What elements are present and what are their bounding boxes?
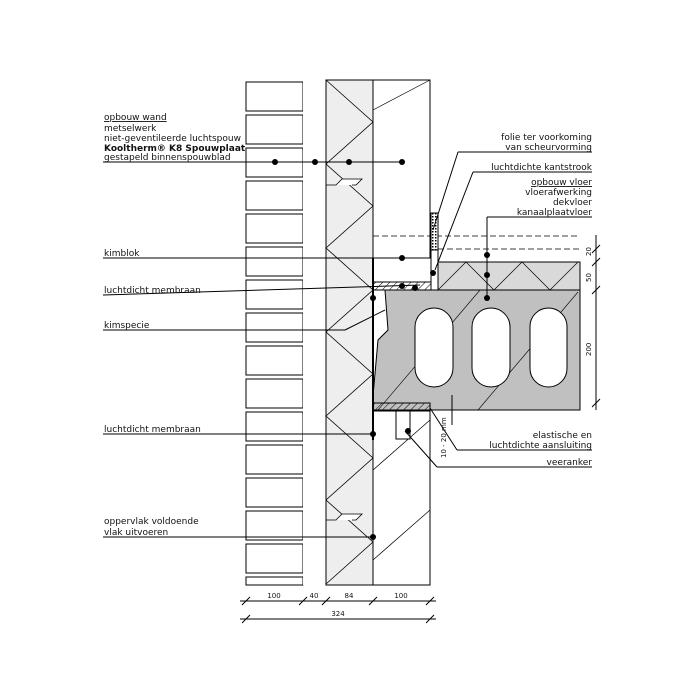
label-folie-2: van scheurvorming xyxy=(505,143,592,153)
label-kanaalplaatvloer: kanaalplaatvloer xyxy=(517,208,592,218)
dim-brick: 100 xyxy=(267,592,280,600)
brick xyxy=(245,312,304,343)
label-aansluiting-2: luchtdichte aansluiting xyxy=(489,441,592,451)
support-strip xyxy=(372,402,431,412)
brick xyxy=(245,81,304,112)
dim-50: 50 xyxy=(585,273,593,282)
dimension-lines-right xyxy=(451,235,601,425)
brick xyxy=(245,411,304,442)
label-dekvloer: dekvloer xyxy=(553,198,592,208)
label-vloerafwerking: vloerafwerking xyxy=(525,188,592,198)
label-binnenspouwblad: gestapeld binnenspouwblad xyxy=(104,153,231,163)
edge-strip xyxy=(430,249,439,291)
brick xyxy=(245,279,304,310)
brick xyxy=(245,378,304,409)
dim-gap: 10 - 20 mm xyxy=(440,417,448,458)
brick xyxy=(245,345,304,376)
label-kimspecie: kimspecie xyxy=(104,321,150,331)
dim-cavity: 40 xyxy=(310,592,319,600)
brick xyxy=(245,576,304,586)
label-veeranker: veeranker xyxy=(547,458,593,468)
brick xyxy=(245,510,304,541)
brick-outer-leaf xyxy=(245,81,304,586)
hollow-core-slab xyxy=(372,289,581,411)
brick xyxy=(245,444,304,475)
brick xyxy=(245,246,304,277)
brick xyxy=(245,213,304,244)
dim-insulation: 84 xyxy=(345,592,354,600)
insulation-board xyxy=(325,79,374,586)
brick xyxy=(245,114,304,145)
screed-dekvloer xyxy=(437,261,581,291)
label-kimblok: kimblok xyxy=(104,249,140,259)
label-folie-1: folie ter voorkoming xyxy=(501,133,592,143)
dim-inner-leaf: 100 xyxy=(394,592,407,600)
dimension-lines-bottom xyxy=(240,596,436,624)
dim-20: 20 xyxy=(585,247,593,256)
brick xyxy=(245,477,304,508)
label-luchtspouw: niet-geventileerde luchtspouw xyxy=(104,134,241,144)
label-opbouw-vloer: opbouw vloer xyxy=(531,178,592,188)
dim-total: 324 xyxy=(331,610,345,618)
dim-200: 200 xyxy=(585,343,593,356)
label-metselwerk: metselwerk xyxy=(104,124,157,134)
brick xyxy=(245,543,304,574)
anti-crack-foil xyxy=(430,212,439,251)
leader-lines xyxy=(102,151,592,538)
label-oppervlak-2: vlak uitvoeren xyxy=(104,528,168,538)
label-oppervlak-1: oppervlak voldoende xyxy=(104,517,199,527)
label-opbouw-wand: opbouw wand xyxy=(104,113,167,123)
air-cavity xyxy=(303,80,326,585)
label-kantstrook: luchtdichte kantstrook xyxy=(491,163,593,173)
label-aansluiting-1: elastische en xyxy=(533,431,592,441)
label-kooltherm: Kooltherm® K8 Spouwplaat xyxy=(104,144,246,154)
label-membraan-1: luchtdicht membraan xyxy=(104,286,201,296)
leader-dots xyxy=(272,159,490,540)
label-membraan-2: luchtdicht membraan xyxy=(104,425,201,435)
brick xyxy=(245,180,304,211)
